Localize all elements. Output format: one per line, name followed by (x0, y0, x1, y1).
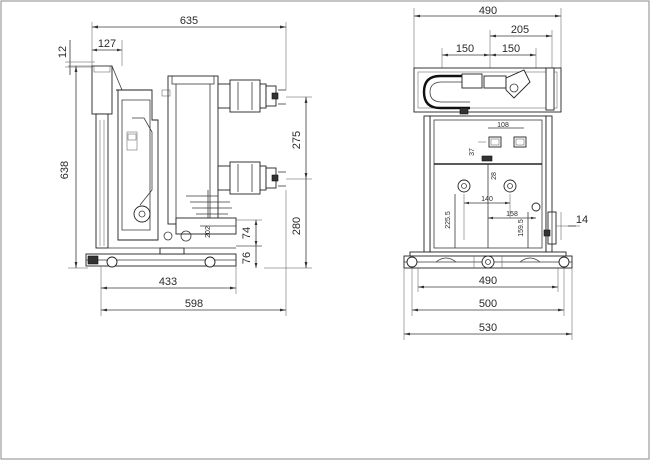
busbar-loop (422, 74, 470, 110)
dim-side-lower-height: 280 (264, 179, 312, 269)
lower-terminal (217, 161, 286, 195)
dim-label-74: 74 (241, 227, 253, 239)
dim-label-202: 202 (205, 226, 212, 238)
dim-front-phase-spacing: 150 150 (441, 43, 537, 70)
dim-label-150-right: 150 (502, 43, 520, 55)
dim-label-638: 638 (59, 161, 71, 179)
dim-front-225-5: 225.5 (445, 194, 456, 248)
dim-side-height: 638 (59, 65, 92, 269)
operating-lever (505, 69, 531, 99)
dim-label-37: 37 (469, 148, 476, 156)
dim-label-225-5: 225.5 (445, 211, 452, 229)
dim-side-base-length: 433 (100, 266, 237, 316)
front-truck (403, 251, 573, 269)
dim-label-76: 76 (241, 252, 253, 264)
dim-front-159-5: 159.5 (518, 212, 529, 248)
dim-side-small-gap: 12 (57, 40, 95, 75)
dim-label-490-top: 490 (479, 5, 497, 17)
dim-side-wheel-height: 76 (236, 245, 262, 268)
dim-side-offset: 127 (92, 38, 123, 66)
dim-side-width-top: 635 (91, 15, 287, 90)
dim-front-530: 530 (403, 268, 573, 340)
dim-label-490-bottom: 490 (479, 275, 497, 287)
truck-base (85, 247, 237, 268)
dim-label-500: 500 (479, 298, 497, 310)
dim-label-159-5: 159.5 (518, 219, 525, 237)
dim-label-275: 275 (291, 131, 303, 149)
dim-label-14: 14 (576, 214, 588, 226)
dim-label-598: 598 (185, 298, 203, 310)
dim-side-rail-height: 74 (236, 219, 262, 247)
dim-front-490-bottom: 490 (417, 268, 559, 292)
dim-label-150-left: 150 (456, 43, 474, 55)
contact-fingers (186, 190, 232, 224)
spring-shaft-circle (133, 205, 151, 223)
dim-front-14: 14 (556, 212, 588, 240)
dim-front-140: 140 (464, 196, 510, 205)
side-view: 635 127 12 638 (57, 15, 312, 316)
dim-label-28: 28 (491, 172, 498, 180)
dim-label-12: 12 (57, 46, 69, 58)
dim-label-108: 108 (497, 122, 509, 129)
dim-label-530: 530 (479, 322, 497, 334)
dim-front-500: 500 (411, 268, 565, 316)
dim-label-140: 140 (481, 196, 493, 203)
front-top-frame (413, 67, 562, 113)
operating-holes: 28 (457, 172, 517, 240)
dim-label-205: 205 (511, 24, 529, 36)
dim-label-158: 158 (506, 211, 518, 218)
dim-side-overall-length: 598 (101, 190, 287, 316)
front-view: 490 205 150 150 (403, 5, 588, 340)
dim-label-635: 635 (180, 15, 198, 27)
side-interlock (531, 202, 557, 245)
dim-label-433: 433 (159, 276, 177, 288)
dim-side-pole-spacing: 275 (286, 96, 312, 180)
dim-label-280: 280 (291, 217, 303, 235)
dim-front-width-top: 490 (413, 5, 562, 68)
upper-terminal (217, 79, 286, 113)
operating-handle (91, 65, 113, 115)
mechanism-housing (116, 89, 159, 241)
indicator-windows: 108 37 (469, 122, 527, 162)
dim-label-127: 127 (98, 38, 116, 50)
